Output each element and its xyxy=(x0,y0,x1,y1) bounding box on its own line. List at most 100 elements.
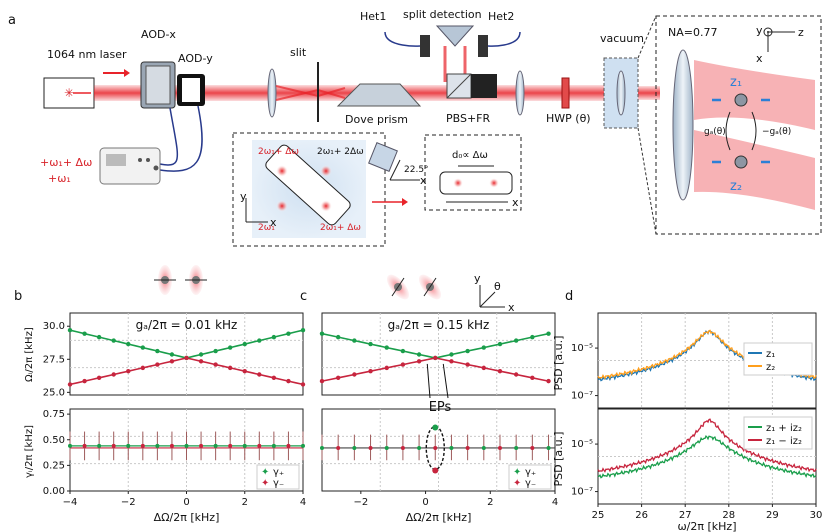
inset-distance xyxy=(424,134,522,211)
b-omega-plus-point xyxy=(257,338,262,343)
d-xtick: 27 xyxy=(679,510,692,521)
c-omega-plus-point xyxy=(530,334,535,340)
b-omega-minus-point xyxy=(155,362,160,367)
inset-distance-window xyxy=(439,171,513,195)
panel-a: a ✳ 1064 nm laser AOD-x AOD-y +ω₁+ Δω +ω… xyxy=(8,8,822,247)
c-omega-plus-point xyxy=(416,352,422,357)
b-omega-plus-point xyxy=(271,334,277,340)
d-xtick: 28 xyxy=(722,510,735,521)
b-ylabel-top: Ωᵢ/2π [kHz] xyxy=(24,327,35,382)
panel-label-d: d xyxy=(565,289,573,304)
ep-label: EPs xyxy=(429,400,452,415)
arrow-red-head-icon xyxy=(402,198,408,206)
c-omega-plus-point xyxy=(449,352,454,357)
het2-cable xyxy=(487,31,521,47)
b-xtick: 0 xyxy=(183,497,189,508)
het2-label: Het2 xyxy=(488,10,514,23)
d-xtick: 25 xyxy=(592,510,605,521)
c-omega-plus-point xyxy=(319,331,325,336)
inset-x: x xyxy=(420,174,427,187)
b-title: gₐ/2π = 0.01 kHz xyxy=(136,318,238,332)
b-omega-plus-point xyxy=(227,345,233,350)
b-gamma-point xyxy=(257,443,262,448)
b-omega-minus-point xyxy=(126,368,131,374)
b-omega-plus-point xyxy=(213,348,218,354)
c-gamma-point xyxy=(481,445,486,450)
c-omega-minus-point xyxy=(400,362,406,367)
inset1-x: x xyxy=(270,216,277,229)
na-label: NA=0.77 xyxy=(668,26,717,39)
panel-label-c: c xyxy=(300,289,307,304)
d-xtick: 26 xyxy=(635,510,648,521)
trap-y: y xyxy=(756,24,763,37)
c-omega-plus-point xyxy=(400,348,406,354)
b-gamma-point xyxy=(126,443,131,448)
b-omega-minus-point xyxy=(140,365,146,371)
dove-prism xyxy=(336,83,422,107)
c-xtick: 4 xyxy=(552,497,558,508)
c-omega-minus-point xyxy=(433,355,438,361)
c-gamma-point xyxy=(336,445,341,450)
b-omega-minus-point xyxy=(286,378,291,384)
b-omega-minus-point xyxy=(96,375,102,381)
c-omega-plus-point xyxy=(546,331,551,336)
c-ep-ellipse xyxy=(425,425,445,471)
c-legend-plus-icon: ✦ xyxy=(513,467,521,478)
spot-left xyxy=(453,178,463,188)
inset1-y: y xyxy=(240,190,247,203)
b-xlabel: ΔΩ/2π [kHz] xyxy=(154,511,220,524)
b-ytick-top: 27.5 xyxy=(43,354,65,365)
d-bottom-ytick: 10⁻⁷ xyxy=(571,487,593,498)
b-gamma-point xyxy=(82,443,87,448)
pbs-fr-label: PBS+FR xyxy=(446,112,491,125)
d-bottom-legend-label: z₁ − iz₂ xyxy=(766,436,802,447)
trap-x: x xyxy=(756,52,763,65)
c-omega-plus-line xyxy=(321,332,549,359)
c-xtick: 0 xyxy=(422,497,428,508)
cable-2 xyxy=(159,105,203,172)
c-omega-minus-point xyxy=(319,378,325,384)
inset2-x: x xyxy=(512,196,519,209)
c-gamma-point xyxy=(530,445,535,450)
c-gamma-point xyxy=(546,445,551,450)
ga-label: gₐ(θ) xyxy=(704,127,726,137)
aod-x-label: AOD-x xyxy=(141,28,176,41)
b-legend-plus: γ₊ xyxy=(273,467,284,478)
c-title: gₐ/2π = 0.15 kHz xyxy=(388,318,490,332)
c-omega-plus-point xyxy=(335,334,341,340)
b-omega-minus-point xyxy=(271,375,277,381)
c-gamma-point xyxy=(465,445,470,450)
arrow-head-icon xyxy=(124,69,130,77)
dove-prism-label: Dove prism xyxy=(345,113,408,126)
d-top-legend-label: z₁ xyxy=(766,349,775,360)
d-top-legend-label: z₂ xyxy=(766,362,775,373)
c-omega-plus-point xyxy=(513,338,519,343)
inset1-axes xyxy=(245,198,268,223)
trap-axes xyxy=(767,31,795,52)
distance-label: d₀∝ Δω xyxy=(452,150,488,161)
c-legend-box xyxy=(508,464,552,490)
b-gamma-point xyxy=(184,443,189,448)
c-omega-minus-point xyxy=(449,359,454,364)
b-xtick: −2 xyxy=(121,497,136,508)
b-omega-plus-point xyxy=(82,331,87,336)
b-omega-plus-point xyxy=(155,348,160,354)
spot-br xyxy=(320,200,332,212)
split-detection-label: split detection xyxy=(403,8,482,21)
trap-beam-2 xyxy=(694,130,815,210)
b-ytick-bottom: 0.00 xyxy=(43,486,65,497)
b-gamma-point xyxy=(68,443,72,448)
c-gamma-point xyxy=(352,445,357,450)
theta-axes xyxy=(479,285,505,308)
angle-lines xyxy=(389,159,420,181)
c-gamma-point xyxy=(368,445,373,450)
c-omega-minus-point xyxy=(481,365,487,371)
b-omega-plus-point xyxy=(96,334,102,340)
spot-right xyxy=(489,178,499,188)
b-omega-minus-point xyxy=(242,368,247,374)
ep-arrow-right xyxy=(442,363,449,399)
hwp-label: HWP (θ) xyxy=(546,112,591,125)
c-gamma-point xyxy=(320,445,324,450)
b-ytick-bottom: 0.75 xyxy=(43,409,65,420)
b-xtick: 2 xyxy=(242,497,248,508)
